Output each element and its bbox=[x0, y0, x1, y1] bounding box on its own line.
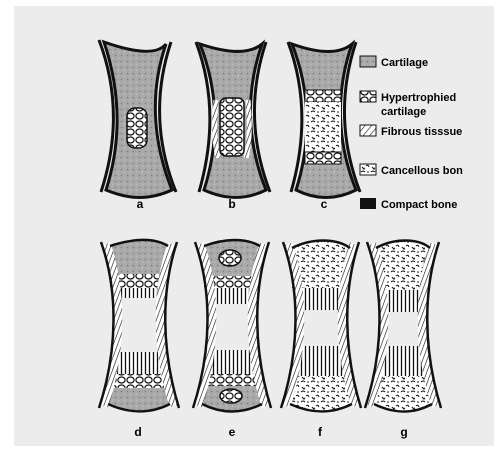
legend-label-compact: Compact bone bbox=[381, 199, 457, 211]
legend-label-hypertrophied-cont: cartilage bbox=[381, 106, 426, 118]
legend-label-cancellous: Cancellous bon bbox=[381, 165, 463, 177]
hypertrophied-swatch bbox=[360, 91, 376, 102]
panel-label-e: e bbox=[229, 425, 236, 439]
legend-label-hypertrophied: Hypertrophied bbox=[381, 92, 456, 104]
cartilage-swatch bbox=[360, 56, 376, 67]
panel-label-g: g bbox=[400, 425, 407, 439]
cancellous-swatch bbox=[360, 164, 376, 175]
compact-swatch bbox=[360, 198, 376, 209]
fibrous-swatch bbox=[360, 125, 376, 136]
panel-label-b: b bbox=[228, 197, 235, 211]
legend-label-fibrous: Fibrous tisssue bbox=[381, 126, 462, 138]
legend-label-cartilage: Cartilage bbox=[381, 57, 428, 69]
panel-label-c: c bbox=[321, 197, 328, 211]
panel-label-a: a bbox=[137, 197, 144, 211]
panel-label-d: d bbox=[134, 425, 141, 439]
